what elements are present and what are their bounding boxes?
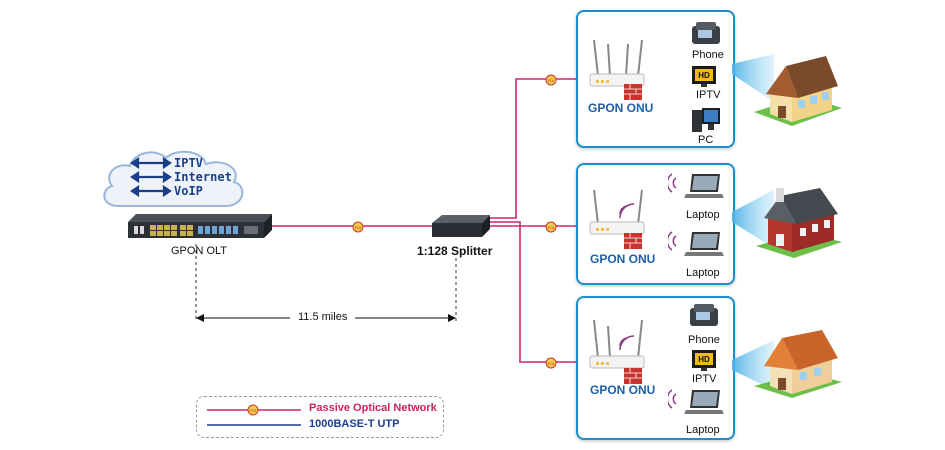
fdi-badge-text: FDI (548, 361, 554, 366)
fdi-badge-text: FDI (548, 225, 554, 230)
device-label-laptop-2a: Laptop (686, 209, 720, 221)
device-label-iptv-3: IPTV (692, 373, 717, 385)
fdi-badge-icon: FDI (545, 74, 557, 86)
service-voip: VoIP (174, 184, 203, 198)
olt-label: GPON OLT (171, 245, 228, 257)
pc-icon (692, 108, 720, 132)
olt-device-icon (128, 214, 272, 238)
firewall-icon (624, 84, 642, 100)
fdi-badge-text: FDI (250, 408, 256, 413)
tv-badge-text: HD (698, 71, 710, 80)
onu-router-icon (589, 319, 645, 369)
fdi-badge-icon: FDI (545, 221, 557, 233)
onu-router-icon (589, 39, 645, 87)
onu-label-3: GPON ONU (590, 383, 656, 397)
onu-label-1: GPON ONU (588, 101, 654, 115)
device-label-laptop-2b: Laptop (686, 267, 720, 279)
phone-icon (690, 304, 718, 326)
fiber-to-onu-1 (490, 78, 588, 219)
tv-badge-text: HD (698, 355, 710, 364)
house-icon (754, 330, 842, 398)
fdi-badge-icon: FDI (352, 221, 364, 233)
firewall-icon (624, 233, 642, 249)
cloud-icon (103, 150, 244, 207)
legend-lines: FDI (207, 404, 301, 426)
device-label-phone-3: Phone (688, 334, 720, 346)
device-label-phone-1: Phone (692, 49, 724, 61)
iptv-icon: HD (692, 66, 716, 87)
device-label-iptv-1: IPTV (696, 89, 721, 101)
firewall-icon (624, 368, 642, 384)
school-icon (756, 188, 842, 258)
onu-label-2: GPON ONU (590, 252, 656, 266)
laptop-icon (668, 173, 724, 198)
fdi-badge-icon (247, 404, 259, 416)
iptv-icon: HD (692, 350, 716, 371)
laptop-icon (668, 389, 724, 414)
laptop-icon (668, 231, 724, 256)
fdi-badge-text: FDI (355, 225, 361, 230)
onu-router-icon (589, 189, 645, 235)
service-iptv: IPTV (174, 156, 203, 170)
fdi-badge-icon: FDI (545, 357, 557, 369)
phone-icon (692, 22, 720, 44)
service-internet: Internet (174, 170, 232, 184)
splitter-label: 1:128 Splitter (417, 244, 493, 258)
house-beams (732, 54, 774, 390)
house-icon (754, 56, 842, 126)
distance-label: 11.5 miles (298, 311, 348, 323)
splitter-icon (432, 215, 490, 237)
legend: FDI Passive Optical Network 1000BASE-T U… (196, 396, 444, 438)
fdi-badge-text: FDI (548, 78, 554, 83)
device-label-laptop-3: Laptop (686, 424, 720, 436)
legend-utp-label: 1000BASE-T UTP (309, 418, 400, 430)
device-label-pc-1: PC (698, 134, 714, 146)
legend-pon-label: Passive Optical Network (309, 402, 437, 414)
fiber-to-onu-3 (490, 221, 588, 363)
